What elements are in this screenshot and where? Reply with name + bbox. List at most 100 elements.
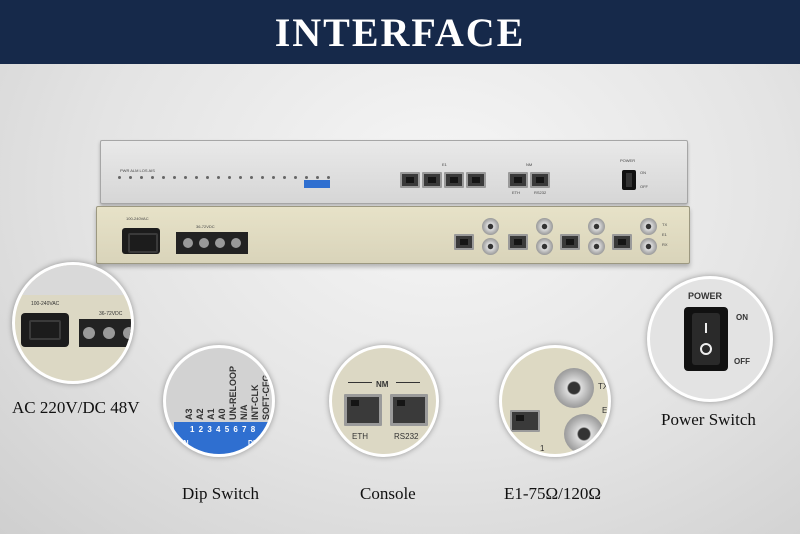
- rear-e1-label: E1: [662, 232, 667, 237]
- front-dip-switch[interactable]: [304, 180, 330, 188]
- led-indicator: [228, 176, 231, 179]
- e1-120-port[interactable]: [560, 234, 580, 250]
- ac-power-socket[interactable]: [122, 228, 160, 254]
- led-indicator: [239, 176, 242, 179]
- e1-bnc-tx[interactable]: [536, 218, 553, 235]
- led-row: [118, 176, 330, 179]
- dip-label-na: N/A: [239, 404, 249, 421]
- device-front-panel: [100, 140, 688, 204]
- dip-label-a0: A0: [217, 408, 227, 420]
- led-indicator: [250, 176, 253, 179]
- ac-dc-magnifier: 100-240VAC 36-72VDC: [12, 262, 134, 384]
- screw-terminal: [183, 238, 193, 248]
- led-indicator: [162, 176, 165, 179]
- ac-socket-zoom: [21, 313, 69, 347]
- eth-zoom-label: ETH: [352, 432, 368, 441]
- led-indicator: [140, 176, 143, 179]
- power-switch-magnifier: POWER ON OFF: [647, 276, 773, 402]
- e1-e1-label: E1: [602, 406, 611, 415]
- dip-label-a3: A3: [184, 408, 194, 420]
- e1-tx-label: TX: [598, 382, 609, 391]
- led-labels: PWR ALM LOS AIS: [120, 168, 155, 173]
- e1-bnc-tx[interactable]: [482, 218, 499, 235]
- e1-port-number: 1: [540, 444, 545, 453]
- dc-terminal-block[interactable]: [176, 232, 248, 254]
- screw-terminal: [83, 327, 95, 339]
- e1-bnc-tx[interactable]: [640, 218, 657, 235]
- led-indicator: [272, 176, 275, 179]
- eth-port-zoom[interactable]: [344, 394, 382, 426]
- ac-zoom-label: 100-240VAC: [31, 301, 60, 307]
- e1-bnc-rx[interactable]: [482, 238, 499, 255]
- dip-label-a2: A2: [195, 408, 205, 420]
- dip-numbers: 1 2 3 4 5 6 7 8: [190, 425, 257, 434]
- console-magnifier: NM ETH RS232: [329, 345, 439, 457]
- rs232-port-label: RS232: [534, 190, 547, 195]
- led-indicator: [305, 176, 308, 179]
- e1-port[interactable]: [400, 172, 420, 188]
- e1-120-port[interactable]: [454, 234, 474, 250]
- dc-terminal-zoom: [79, 319, 131, 347]
- dip-on-label: ON: [178, 440, 189, 447]
- led-indicator: [151, 176, 154, 179]
- e1-bnc-rx[interactable]: [536, 238, 553, 255]
- dip-dip-label: DIP: [248, 440, 260, 447]
- e1-magnifier: TX E1 RX 1: [499, 345, 611, 457]
- led-indicator: [195, 176, 198, 179]
- e1-bnc-rx[interactable]: [640, 238, 657, 255]
- e1-port[interactable]: [444, 172, 464, 188]
- led-indicator: [184, 176, 187, 179]
- eth-port[interactable]: [508, 172, 528, 188]
- e1-caption: E1-75Ω/120Ω: [504, 484, 602, 503]
- power-off-label: OFF: [640, 184, 648, 189]
- dip-switch-magnifier: A3 A2 A1 A0 UN-RELOOP N/A INT-CLK SOFT-C…: [163, 345, 275, 457]
- bnc-rx-zoom[interactable]: [564, 414, 604, 454]
- rs232-port[interactable]: [530, 172, 550, 188]
- page-title: INTERFACE: [274, 9, 526, 55]
- e1-120-port[interactable]: [508, 234, 528, 250]
- screw-terminal: [103, 327, 115, 339]
- screw-terminal: [215, 238, 225, 248]
- e1-120-port[interactable]: [612, 234, 632, 250]
- e1-group-label: E1: [442, 162, 447, 167]
- e1-port[interactable]: [422, 172, 442, 188]
- nm-group-label: NM: [526, 162, 533, 167]
- e1-bnc-tx[interactable]: [588, 218, 605, 235]
- e1-port[interactable]: [466, 172, 486, 188]
- screw-terminal: [123, 327, 131, 339]
- eth-port-label: ETH: [512, 190, 520, 195]
- led-indicator: [217, 176, 220, 179]
- rs232-port-zoom[interactable]: [390, 394, 428, 426]
- dip-switch-block[interactable]: 1 2 3 4 5 6 7 8 ON DIP: [174, 422, 272, 454]
- power-on-zoom-label: ON: [736, 313, 748, 322]
- power-on-label: ON: [640, 170, 646, 175]
- power-rocker-switch[interactable]: [684, 307, 728, 371]
- ac-input-label: 100-240VAC: [126, 216, 149, 221]
- led-indicator: [261, 176, 264, 179]
- power-label: POWER: [620, 158, 636, 163]
- screw-terminal: [231, 238, 241, 248]
- e1-bnc-rx[interactable]: [588, 238, 605, 255]
- led-indicator: [283, 176, 286, 179]
- led-indicator: [129, 176, 132, 179]
- led-indicator: [118, 176, 121, 179]
- led-indicator: [173, 176, 176, 179]
- rear-rx-label: RX: [662, 242, 668, 247]
- rs232-zoom-label: RS232: [394, 432, 419, 441]
- front-power-switch[interactable]: [622, 170, 636, 190]
- power-title-label: POWER: [688, 291, 723, 301]
- led-indicator: [294, 176, 297, 179]
- ac-dc-caption: AC 220V/DC 48V: [12, 398, 140, 417]
- dip-label-un-reloop: UN-RELOOP: [228, 366, 238, 420]
- power-off-zoom-label: OFF: [734, 357, 750, 366]
- console-caption: Console: [360, 484, 416, 503]
- dc-input-label: 36-72VDC: [196, 224, 215, 229]
- dip-label-int-clk: INT-CLK: [250, 384, 260, 421]
- bnc-tx-zoom[interactable]: [554, 368, 594, 408]
- led-indicator: [316, 176, 319, 179]
- led-indicator: [206, 176, 209, 179]
- power-switch-caption: Power Switch: [661, 410, 756, 429]
- nm-label: NM: [376, 380, 389, 389]
- dip-label-a1: A1: [206, 408, 216, 420]
- e1-rj45-zoom[interactable]: [510, 410, 540, 432]
